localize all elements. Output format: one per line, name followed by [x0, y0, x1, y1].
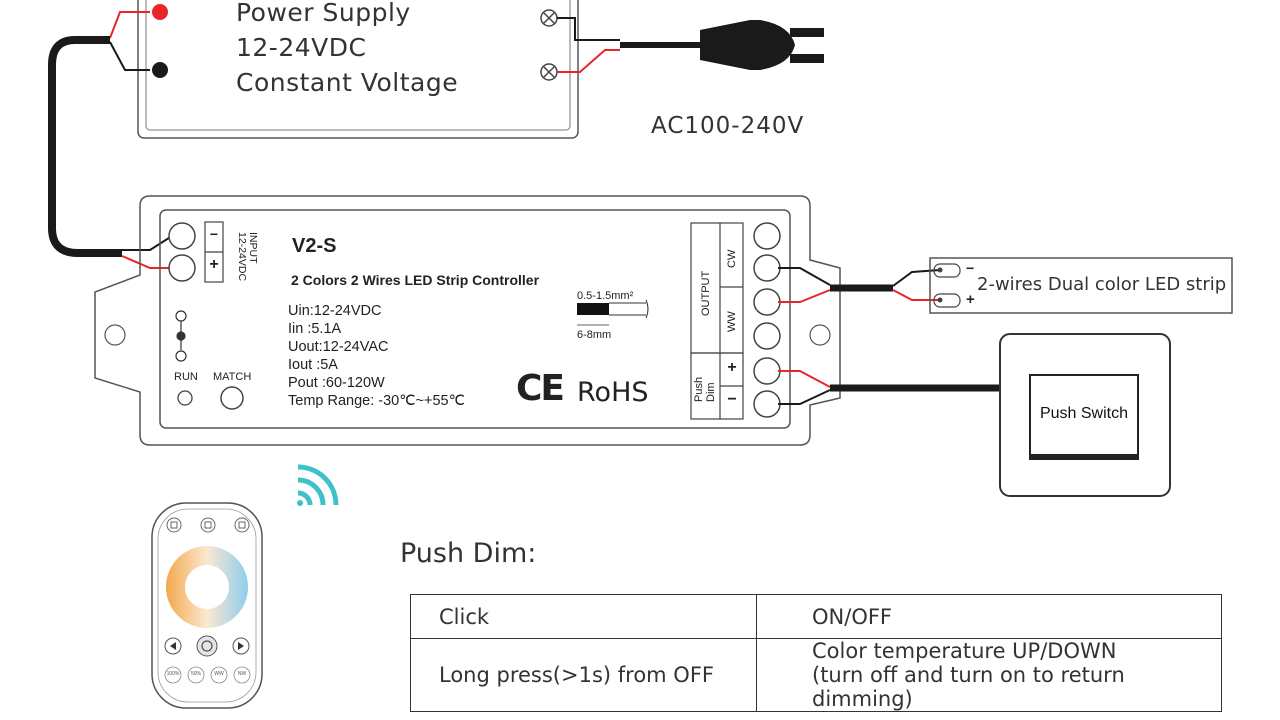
wire-strip-icon [577, 299, 649, 326]
controller-housing [94, 195, 841, 446]
output-terminal-2 [753, 254, 781, 282]
spec-iout: Iout :5A [288, 357, 338, 373]
table-row: Long press(>1s) from OFF Color temperatu… [410, 638, 1222, 712]
ce-mark-icon: CE [516, 368, 565, 409]
remote-btn-100[interactable]: 100% [166, 671, 180, 677]
table-cell-result: ON/OFF [756, 594, 1222, 639]
table-cell-action: Click [410, 594, 757, 639]
ps-positive-terminal [152, 4, 168, 20]
push-switch-label: Push Switch [1039, 405, 1129, 422]
output-terminal-5 [753, 357, 781, 385]
output-terminal-4 [753, 322, 781, 350]
cw-label: CW [726, 249, 738, 268]
ps-voltage: 12-24VDC [236, 33, 367, 62]
strip-length-label: 6-8mm [577, 329, 612, 341]
push-plus-label: + [727, 359, 737, 376]
input-minus-label: − [209, 226, 219, 242]
remote-btn-ww[interactable]: WW [214, 671, 224, 677]
led-strip-label: 2-wires Dual color LED strip [977, 274, 1227, 295]
run-led [177, 390, 193, 406]
wire-size-label: 0.5-1.5mm² [577, 290, 634, 302]
power-supply-box [137, 0, 579, 139]
table-cell-result: Color temperature UP/DOWN(turn off and t… [756, 638, 1222, 712]
remote-control [151, 502, 263, 709]
ac-terminal-1 [540, 9, 558, 27]
ac-voltage-label: AC100-240V [651, 113, 805, 139]
remote-btn-nw[interactable]: NW [237, 671, 247, 677]
remote-btn-50[interactable]: 50% [190, 671, 201, 677]
strip-plus-label: + [966, 291, 975, 308]
spec-uin: Uin:12-24VDC [288, 303, 382, 319]
output-terminal-1 [753, 222, 781, 250]
controller-subtitle: 2 Colors 2 Wires LED Strip Controller [291, 272, 540, 288]
input-terminal-1 [168, 222, 196, 250]
output-terminal-3 [753, 288, 781, 316]
dc-jack-icon [175, 310, 187, 362]
spec-iin: Iin :5.1A [288, 321, 342, 337]
table-row: Click ON/OFF [410, 594, 1222, 639]
ps-type: Constant Voltage [236, 68, 459, 97]
input-terminal-2 [168, 254, 196, 282]
controller-model: V2-S [292, 235, 337, 257]
spec-temp: Temp Range: -30℃~+55℃ [288, 393, 465, 409]
rohs-label: RoHS [577, 377, 649, 408]
push-dim-table: Click ON/OFF Long press(>1s) from OFF Co… [410, 594, 1222, 712]
strip-minus-label: − [966, 260, 975, 276]
ps-title: Power Supply [236, 0, 411, 27]
output-terminal-6 [753, 390, 781, 418]
spec-pout: Pout :60-120W [288, 375, 385, 391]
output-label: OUTPUT [700, 270, 712, 316]
led-strip-box [929, 257, 1233, 314]
ac-plug-icon [700, 20, 824, 70]
spec-list: Uin:12-24VDC Iin :5.1A Uout:12-24VAC Iou… [288, 302, 465, 410]
table-cell-action: Long press(>1s) from OFF [410, 638, 757, 712]
match-button [220, 386, 244, 410]
push-dim-title: Push Dim: [400, 538, 537, 569]
run-label: RUN [174, 371, 198, 383]
wifi-icon [297, 464, 339, 506]
spec-uout: Uout:12-24VAC [288, 339, 389, 355]
push-minus-label: − [727, 391, 737, 408]
ww-label: WW [726, 311, 738, 332]
ac-terminal-2 [540, 63, 558, 81]
match-label: MATCH [213, 371, 252, 383]
ps-negative-terminal [152, 62, 168, 78]
input-plus-label: + [209, 256, 219, 273]
